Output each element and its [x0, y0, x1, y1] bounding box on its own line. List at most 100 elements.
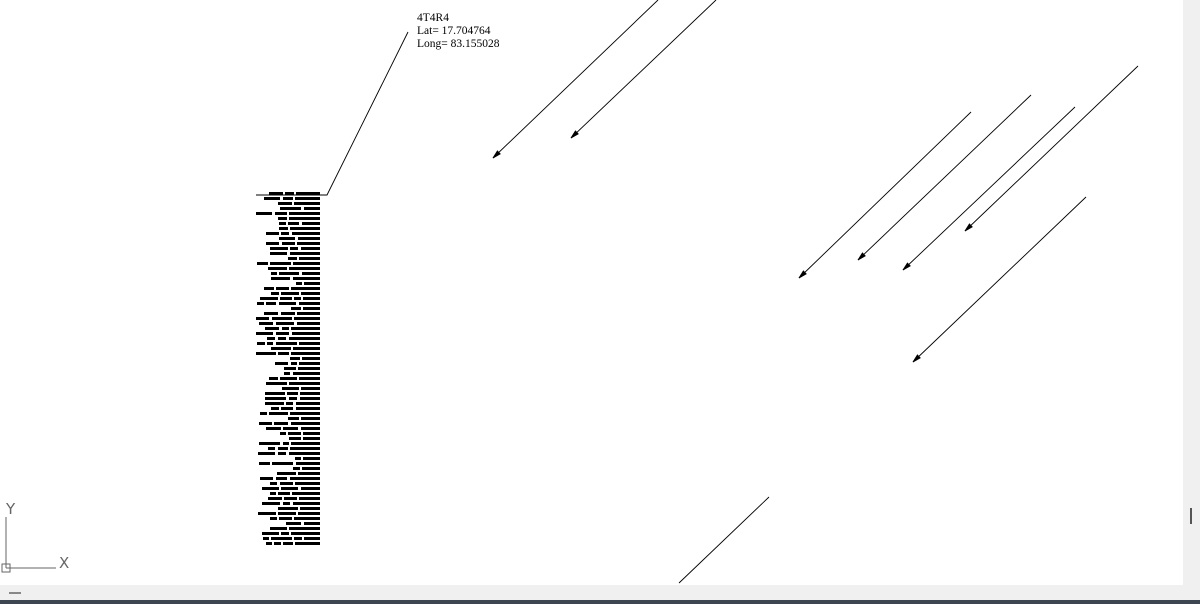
- brick: [301, 427, 320, 430]
- leader-line: [798, 111, 972, 279]
- brick: [260, 412, 267, 415]
- brick: [270, 247, 288, 250]
- brick: [296, 282, 302, 285]
- brick: [289, 212, 320, 215]
- brick: [270, 252, 287, 255]
- arrowhead-icon: [902, 262, 911, 271]
- brick: [288, 417, 299, 420]
- drawing-canvas[interactable]: Y X 4T4R4 Lat= 17.704764 Long= 83.155028: [0, 0, 1183, 585]
- brick: [302, 272, 320, 275]
- brick: [297, 242, 320, 245]
- brick: [292, 492, 320, 495]
- brick: [268, 497, 282, 500]
- brick: [291, 422, 320, 425]
- brick: [290, 477, 320, 480]
- brick: [278, 217, 287, 220]
- vertical-scrollbar[interactable]: [1190, 508, 1192, 524]
- brick: [288, 222, 299, 225]
- brick: [274, 422, 288, 425]
- brick: [280, 207, 301, 210]
- brick: [302, 222, 320, 225]
- brick: [281, 312, 295, 315]
- brick: [278, 337, 286, 340]
- leader-line: [964, 65, 1139, 232]
- brick: [257, 302, 264, 305]
- brick: [290, 247, 298, 250]
- brick: [257, 262, 268, 265]
- brick: [293, 502, 320, 505]
- brick: [292, 232, 320, 235]
- brick: [294, 317, 320, 320]
- brick: [280, 297, 292, 300]
- brick: [303, 457, 320, 460]
- brick: [296, 402, 320, 405]
- brick: [266, 382, 287, 385]
- brick: [280, 482, 293, 485]
- brick: [285, 192, 294, 195]
- brick: [262, 502, 280, 505]
- arrowhead-icon: [912, 354, 921, 363]
- brick: [276, 477, 287, 480]
- brick: [259, 442, 280, 445]
- brick: [278, 202, 292, 205]
- brick: [297, 322, 320, 325]
- brick: [301, 292, 320, 295]
- brick: [304, 207, 320, 210]
- brick: [289, 337, 320, 340]
- brick: [291, 327, 320, 330]
- brick: [284, 497, 297, 500]
- brick: [259, 322, 273, 325]
- brick: [283, 427, 298, 430]
- brick: [262, 532, 279, 535]
- brick: [293, 262, 320, 265]
- brick: [296, 407, 320, 410]
- brick: [286, 402, 293, 405]
- brick: [260, 297, 278, 300]
- brick: [272, 462, 293, 465]
- ucs-x-label: X: [59, 554, 70, 572]
- arrowhead-icon: [798, 270, 807, 279]
- brick: [294, 517, 320, 520]
- brick: [267, 337, 275, 340]
- brick: [293, 277, 320, 280]
- brick: [289, 267, 320, 270]
- brick: [269, 192, 283, 195]
- brick: [269, 412, 288, 415]
- brick: [268, 267, 287, 270]
- brick: [275, 212, 287, 215]
- brick: [282, 242, 295, 245]
- brick: [256, 212, 272, 215]
- brick: [279, 237, 295, 240]
- brick: [274, 542, 281, 545]
- annotation-leader: [256, 31, 409, 196]
- brick: [279, 517, 292, 520]
- brick: [290, 412, 320, 415]
- brick: [270, 492, 276, 495]
- brick: [290, 357, 300, 360]
- minimize-icon[interactable]: [9, 592, 21, 594]
- brick: [280, 377, 297, 380]
- brick: [267, 342, 273, 345]
- brick: [276, 322, 294, 325]
- arrowhead-icon: [492, 150, 501, 159]
- brick: [304, 522, 320, 525]
- brick: [281, 407, 293, 410]
- brick: [283, 542, 293, 545]
- brick: [288, 257, 297, 260]
- brick: [265, 402, 284, 405]
- brick: [294, 537, 302, 540]
- brick: [304, 282, 320, 285]
- brick: [286, 522, 301, 525]
- brick: [301, 417, 320, 420]
- brick: [291, 362, 297, 365]
- brick: [270, 262, 291, 265]
- brick: [284, 367, 296, 370]
- brick: [304, 537, 320, 540]
- brick: [289, 452, 320, 455]
- leader-line: [857, 94, 1032, 261]
- brick: [298, 237, 320, 240]
- brick: [302, 467, 320, 470]
- brick: [299, 362, 320, 365]
- brick: [293, 372, 320, 375]
- brick: [291, 307, 301, 310]
